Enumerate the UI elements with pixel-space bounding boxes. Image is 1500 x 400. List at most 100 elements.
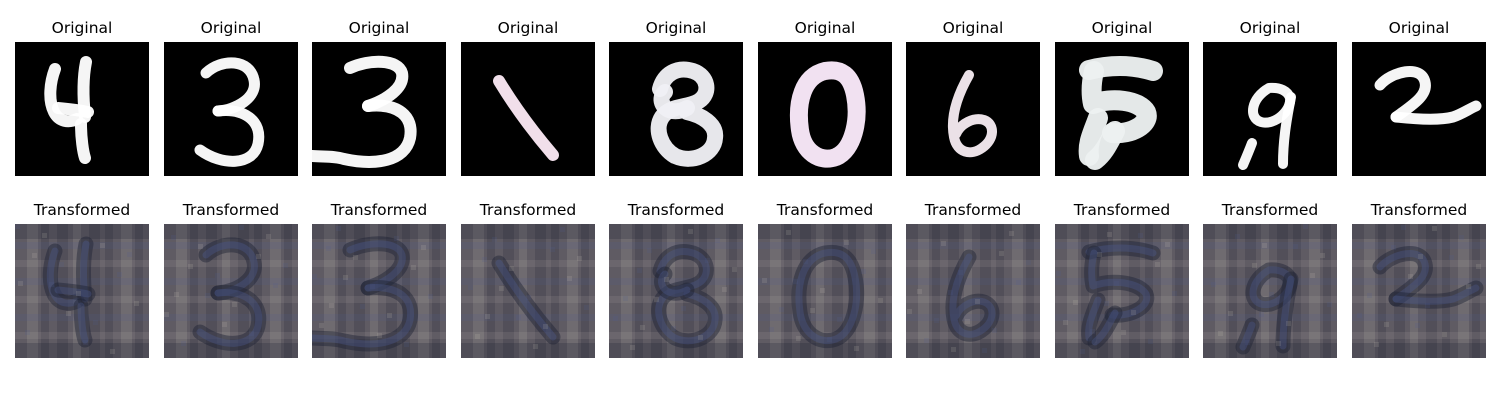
noise-pixel [1211,282,1216,287]
noise-pixel [181,341,186,346]
noise-pixel [820,288,825,293]
original-image-svg-4 [461,42,595,176]
noise-pixel [803,259,808,264]
texture-band [758,224,892,239]
noise-pixel [110,349,115,354]
digit-stroke [947,70,997,158]
original-title-2: Original [200,19,262,37]
noise-pixel [722,287,727,292]
texture-band [164,296,298,303]
texture-band [1352,332,1486,339]
image-background [1352,224,1486,358]
transformed-shape [50,282,96,302]
transformed-title-7: Transformed [924,201,1022,219]
original-image-10 [1352,42,1486,176]
original-title-8: Original [1091,19,1153,37]
texture-band [312,332,446,339]
texture-band [1277,224,1288,358]
transformed-shape-highlight [1376,250,1429,303]
transformed-image-9 [1203,224,1337,358]
transformed-shape-highlight [312,284,415,348]
original-title-4: Original [497,19,559,37]
texture-band [461,224,595,239]
image-background [758,224,892,358]
noise-pixel [965,319,970,324]
noise-pixel [654,297,659,302]
noise-pixel [428,294,433,299]
noise-pixel [492,237,497,242]
texture-band [312,343,446,358]
texture-band [312,314,446,321]
texture-band [758,314,892,321]
texture-band [948,224,959,358]
transformed-shape-highlight [1392,284,1480,305]
texture-band [1378,224,1386,358]
texture-band [222,224,230,358]
original-image-5 [609,42,743,176]
noise-pixel [982,348,987,353]
noise-pixel [664,277,669,282]
texture-band [1055,224,1189,239]
transformed-shape [73,298,93,348]
noise-pixel [1466,284,1471,289]
digit-stroke [1238,138,1257,170]
texture-band [621,224,632,358]
noise-pixel [1276,341,1281,346]
transformed-title-6: Transformed [776,201,874,219]
texture-band [1055,278,1189,285]
texture-band [758,278,892,285]
texture-band [800,224,811,358]
texture-band [15,343,149,358]
texture-band [15,260,149,267]
noise-pixel [1228,311,1233,316]
noise-pixel [222,322,227,327]
transformed-image-8 [1055,224,1189,358]
texture-band [15,314,149,321]
transformed-shape-highlight [46,247,81,307]
noise-pixel [205,293,210,298]
noise-pixel [941,241,946,246]
noise-pixel [1090,329,1095,334]
noise-pixel [640,325,645,330]
texture-band [206,224,217,358]
texture-band [89,224,100,358]
noise-pixel [329,303,334,308]
texture-band [176,224,187,358]
texture-band [996,224,1004,358]
texture-band [312,278,446,285]
texture-band [635,224,643,358]
texture-band [15,296,149,303]
noise-pixel [934,318,939,323]
texture-band [1161,224,1172,358]
noise-pixel [1449,255,1454,260]
texture-band [1203,260,1337,267]
texture-band [1203,296,1337,303]
texture-band [1352,278,1486,285]
transformed-image-svg-2 [164,224,298,358]
texture-band [121,224,132,358]
texture-band [729,224,737,358]
noise-pixel [319,323,324,328]
texture-band [758,343,892,358]
texture-band [906,314,1040,321]
transformed-shape [1275,271,1299,354]
noise-pixel [134,301,139,306]
texture-band [1203,343,1337,358]
noise-pixel [326,246,331,251]
texture-band [164,343,298,358]
digit-stroke [344,55,409,112]
texture-band [1472,224,1480,358]
transformed-shape-highlight [202,241,258,297]
noise-pixel [837,317,842,322]
original-image-8 [1055,42,1189,176]
texture-band [312,296,446,303]
texture-band [1352,224,1486,239]
original-image-svg-9 [1203,42,1337,176]
transformed-title-8: Transformed [1073,201,1171,219]
texture-band [535,224,546,358]
texture-band [1203,242,1337,249]
noise-pixel [49,282,54,287]
texture-band [864,224,875,358]
texture-band [1012,224,1023,358]
